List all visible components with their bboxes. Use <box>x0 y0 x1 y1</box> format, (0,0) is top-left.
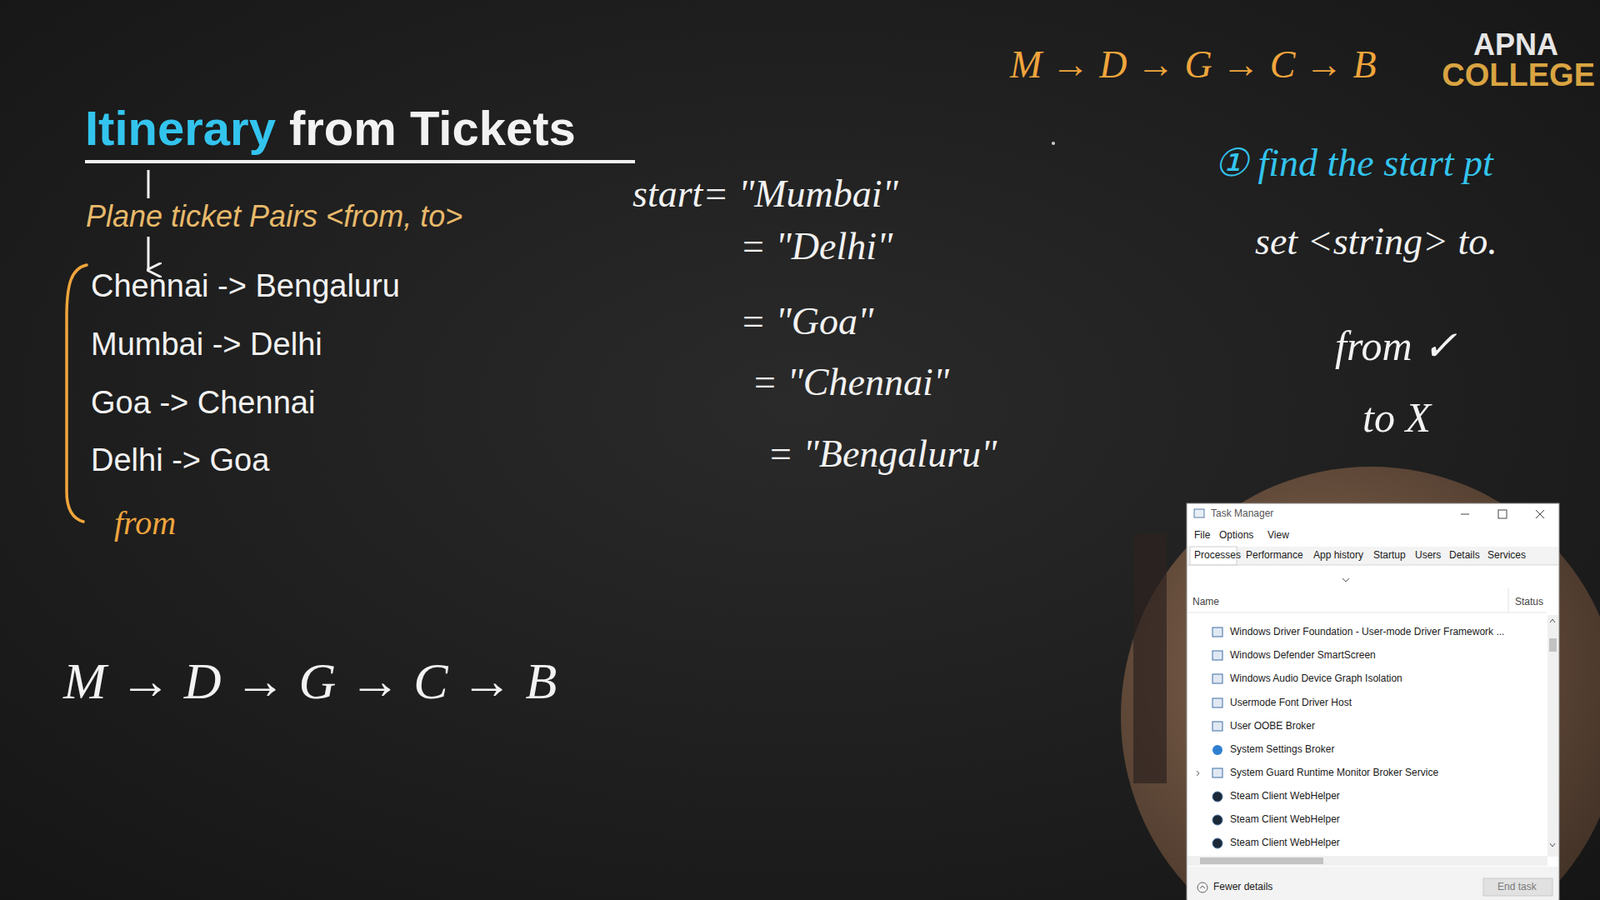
process-name: Steam Client WebHelper <box>1230 837 1340 850</box>
chalk-note: = "Delhi" <box>740 225 893 270</box>
logo-text: COLLEGE <box>1441 57 1595 95</box>
ticket-pair: Chennai -> Bengaluru <box>90 268 400 305</box>
menu-item: View <box>1267 530 1290 542</box>
chalk-chain: M → D → G → C → B <box>63 651 557 711</box>
chalk-arrow <box>147 170 150 199</box>
process-name: Windows Audio Device Graph Isolation <box>1230 673 1403 685</box>
chalk-note: start= "Mumbai" <box>632 172 899 217</box>
tab: Details <box>1449 550 1480 562</box>
chalk-note: = "Chennai" <box>751 360 950 405</box>
chalk-dot <box>1051 141 1055 145</box>
chalk-note: ① find the start pt <box>1214 141 1494 186</box>
chalk-note: = "Bengaluru" <box>767 432 997 477</box>
tab: Performance <box>1245 550 1304 562</box>
tab: App history <box>1313 550 1364 562</box>
column-header: Status <box>1515 596 1544 609</box>
chalk-note: = "Goa" <box>740 300 874 345</box>
tab: Processes <box>1194 550 1241 562</box>
process-name: System Guard Runtime Monitor Broker Serv… <box>1230 767 1439 780</box>
webcam-circle <box>1120 466 1600 900</box>
title-word: Itinerary <box>85 100 276 157</box>
chalk-arrow <box>147 236 150 270</box>
process-name: Windows Defender SmartScreen <box>1230 650 1376 662</box>
column-header: Name <box>1192 596 1220 609</box>
footer-link: Fewer details <box>1213 881 1273 894</box>
chalk-note: from <box>114 504 176 543</box>
title-word: from Tickets <box>289 100 576 157</box>
task-manager-window <box>1186 503 1560 900</box>
chalk-chain: M → D → G → C → B <box>1010 43 1377 88</box>
chalk-bracket <box>66 265 87 522</box>
logo-text: APNA <box>1473 27 1559 62</box>
process-name: Usermode Font Driver Host <box>1230 697 1352 710</box>
window-title: Task Manager <box>1210 508 1274 520</box>
webcam-shelf <box>1133 533 1167 784</box>
ticket-pair: Goa -> Chennai <box>90 385 315 422</box>
ticket-pair: Mumbai -> Delhi <box>90 326 323 364</box>
process-name: User OOBE Broker <box>1230 720 1315 733</box>
button-label: End task <box>1497 881 1537 894</box>
tab: Services <box>1487 550 1526 562</box>
process-name: Steam Client WebHelper <box>1230 790 1340 803</box>
subtitle: Plane ticket Pairs <from, to> <box>85 199 463 234</box>
chalk-note: from ✓ <box>1335 322 1458 371</box>
chalk-note: to X <box>1362 394 1431 443</box>
chalk-note: set <string> to. <box>1255 220 1498 265</box>
ticket-pair: Delhi -> Goa <box>90 442 270 480</box>
tab: Startup <box>1373 550 1406 562</box>
tab: Users <box>1415 550 1441 562</box>
process-name: Steam Client WebHelper <box>1230 814 1340 826</box>
process-name: System Settings Broker <box>1230 744 1335 756</box>
menu-item: File <box>1194 530 1210 542</box>
process-name: Windows Driver Foundation - User-mode Dr… <box>1230 626 1505 639</box>
menu-item: Options <box>1219 530 1254 542</box>
title-underline <box>85 160 635 164</box>
